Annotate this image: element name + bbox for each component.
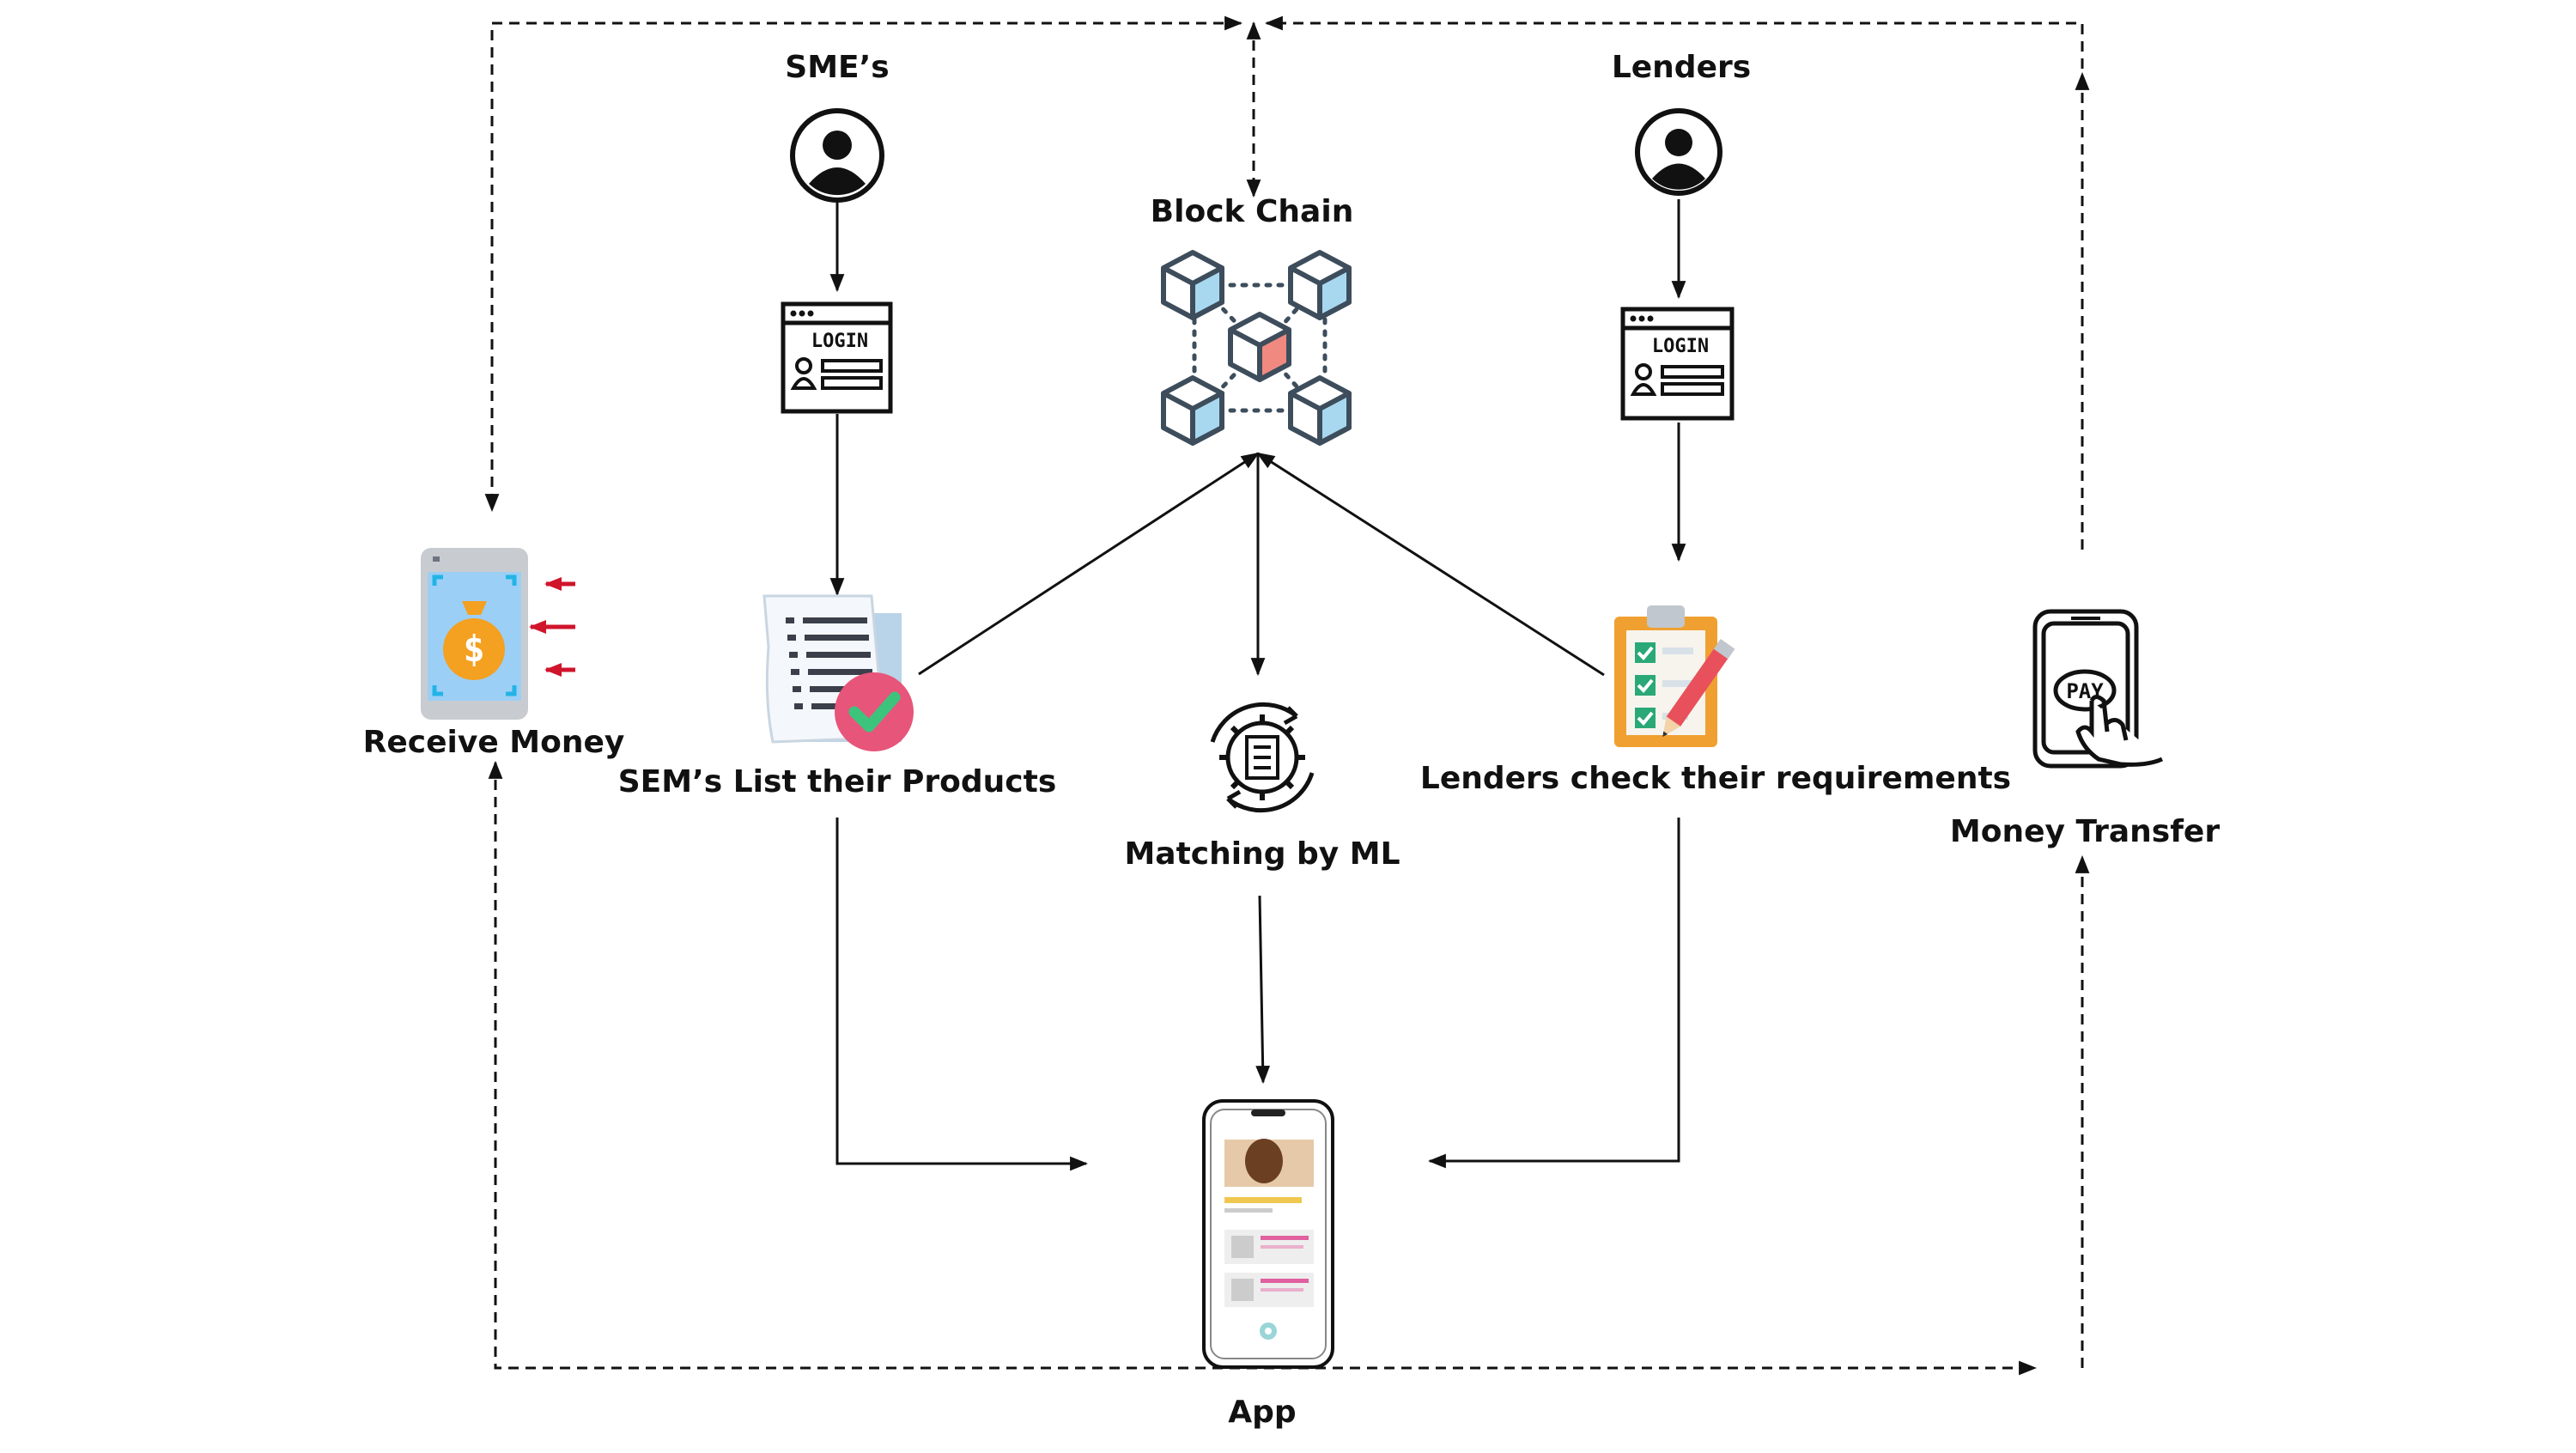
money-transfer-to-blockchain-dashed [1264,15,2084,550]
connectors [829,199,1686,1171]
lender-requirements-label: Lenders check their requirements [1419,761,2012,796]
clipboard-checklist-icon [1614,605,1735,747]
mobile-app-icon [1202,1099,1334,1369]
sme-products-label: SEM’s List their Products [617,764,1057,799]
gear-document-sync-icon [1210,702,1315,813]
matching-to-app-arrow [1255,895,1271,1085]
pay-text: PAY [2066,679,2104,703]
dashed-flows [484,15,2090,1376]
blockchain-label: Block Chain [1150,194,1354,229]
products-to-app-arrow [835,818,1089,1171]
user-icon [790,108,884,203]
smes-label: SME’s [785,50,890,85]
products-to-blockchain-line [918,452,1260,676]
login-window-icon: LOGIN [1620,307,1735,421]
user-icon [1635,108,1722,196]
receive-money-label: Receive Money [362,725,625,760]
dollar-sign: $ [463,628,484,670]
requirements-to-app-arrow [1427,818,1680,1169]
matching-label: Matching by ML [1124,836,1400,872]
login-window-icon: LOGIN [781,301,893,414]
lenders-label: Lenders [1611,50,1752,85]
app-label: App [1228,1395,1297,1430]
receive-money-to-app-dashed [488,760,1264,1370]
login-text: LOGIN [1652,336,1709,357]
requirements-to-blockchain-line [1256,452,1605,677]
document-checkmark-icon [762,594,914,751]
phone-money-bag-icon: $ [421,548,575,720]
blockchain-network-icon [1161,250,1349,443]
blockchain-to-receive-money-dashed [484,15,1243,513]
hand-tap-pay-phone-icon: PAY [2032,609,2164,769]
login-text: LOGIN [811,331,868,352]
money-transfer-label: Money Transfer [1949,814,2221,849]
